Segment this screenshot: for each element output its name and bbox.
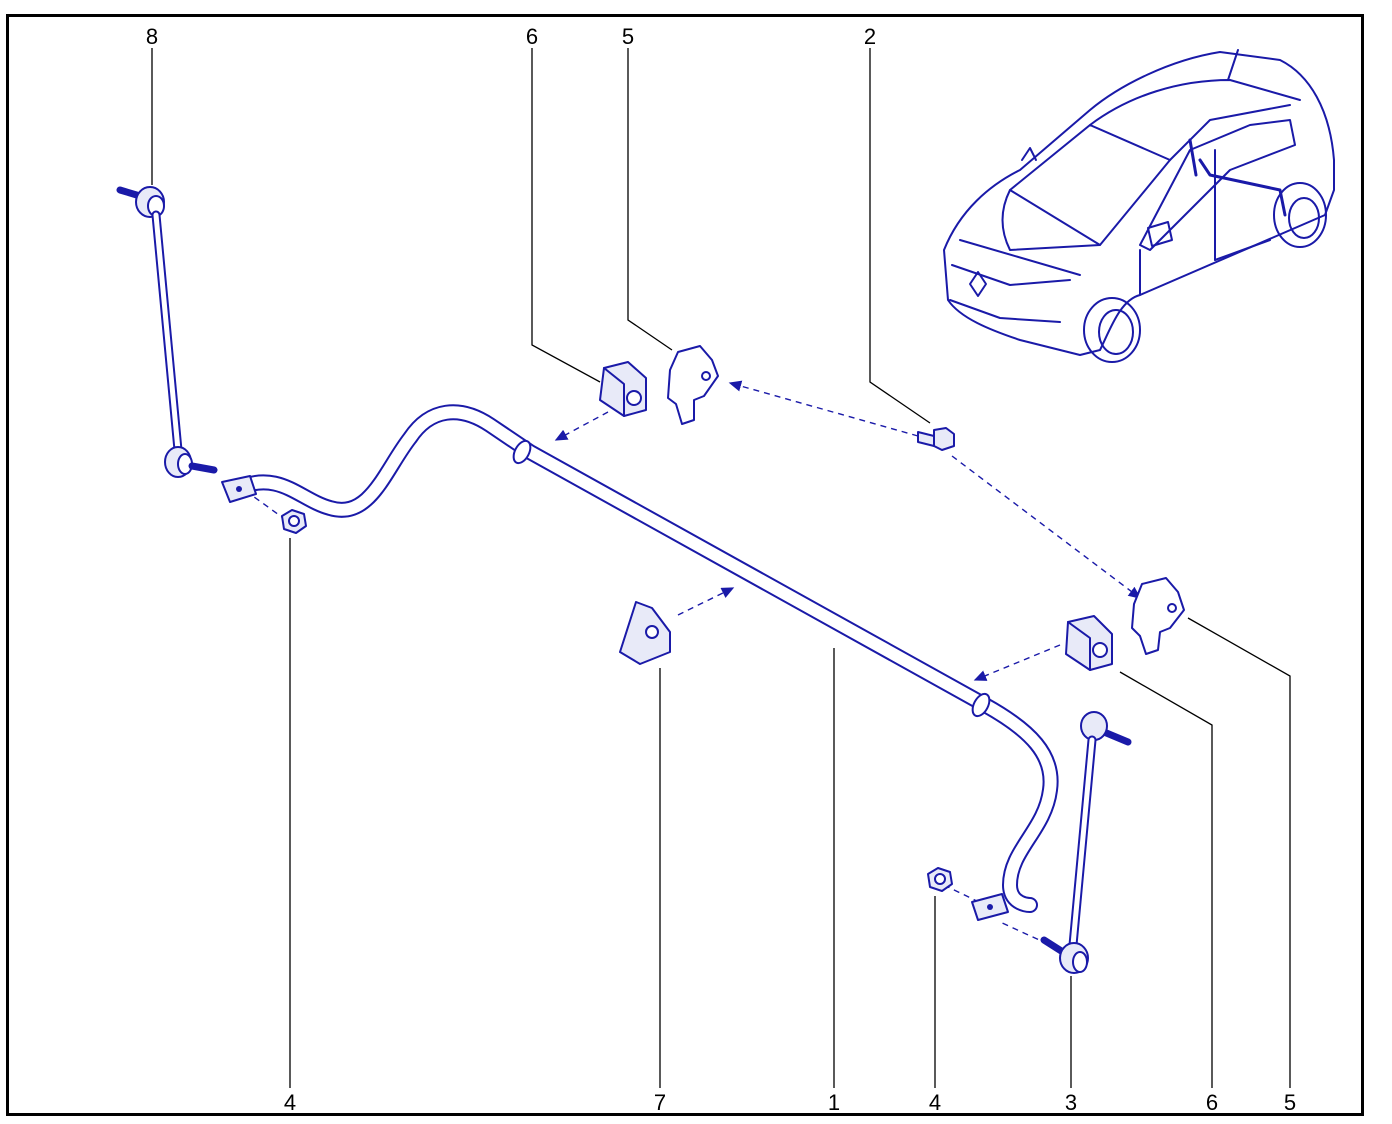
leader-6-bottom — [1119, 671, 1213, 1088]
callout-3: 3 — [1065, 1090, 1077, 1115]
callout-6-bottom: 6 — [1206, 1090, 1218, 1115]
callout-7: 7 — [654, 1090, 666, 1115]
nut-left — [281, 509, 307, 534]
drawing-frame — [6, 14, 1364, 1116]
arrow-block-to-bar — [677, 587, 735, 616]
callout-4-left: 4 — [284, 1090, 296, 1115]
callout-5-bottom: 5 — [1284, 1090, 1296, 1115]
car-outline-icon — [943, 49, 1335, 363]
link-rod-right — [1040, 711, 1132, 974]
bolt — [917, 427, 955, 451]
callout-1: 1 — [828, 1090, 840, 1115]
stabilizer-bar — [221, 404, 1059, 921]
leader-2 — [869, 48, 931, 424]
bar-ring-right — [971, 692, 991, 718]
nut-right — [927, 867, 953, 892]
leader-6-top — [531, 48, 601, 383]
clamp-bottom — [1131, 577, 1185, 655]
leader-5-bottom — [1187, 617, 1291, 1088]
callout-6-top: 6 — [526, 24, 538, 49]
leader-lines — [151, 48, 1291, 1088]
bar-ring-left — [512, 439, 532, 465]
arrow-left-bushing-to-bar — [554, 411, 609, 441]
bushing-bottom — [1065, 615, 1113, 671]
callout-numbers: 8 6 5 2 4 7 1 4 3 6 5 — [146, 24, 1296, 1115]
clamp-top — [667, 345, 719, 425]
arrow-bolt-to-left-clamp — [728, 380, 919, 437]
callout-4-right: 4 — [929, 1090, 941, 1115]
callout-2: 2 — [864, 24, 876, 49]
rubber-block — [619, 601, 671, 665]
callout-8: 8 — [146, 24, 158, 49]
link-to-bracket-right — [999, 921, 1049, 945]
link-rod-left — [116, 186, 218, 478]
arrow-bolt-to-right-clamp — [951, 455, 1142, 599]
callout-5-top: 5 — [622, 24, 634, 49]
leader-5-top — [627, 48, 673, 351]
arrow-right-bushing-to-bar — [973, 644, 1061, 681]
bushing-top — [599, 361, 647, 417]
nut-to-bracket-left — [249, 493, 287, 521]
